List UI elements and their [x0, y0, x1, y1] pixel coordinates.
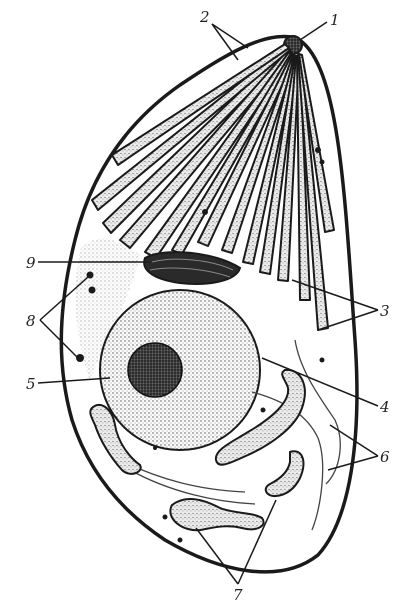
- label-8: 8: [26, 312, 36, 330]
- leader-line-5: [38, 378, 110, 383]
- label-4: 4: [379, 398, 390, 416]
- label-9: 9: [26, 254, 36, 272]
- label-1: 1: [330, 11, 340, 29]
- label-2: 2: [199, 8, 210, 26]
- label-3: 3: [380, 302, 390, 320]
- lamellar-body: [144, 252, 240, 284]
- leader-line-8b: [40, 320, 78, 358]
- leader-line-7a: [196, 528, 238, 584]
- nucleolus: [128, 343, 182, 397]
- leader-line-2a: [212, 24, 248, 48]
- mitochondrion: [266, 451, 304, 496]
- label-7: 7: [233, 586, 243, 604]
- leader-line-4: [262, 358, 378, 406]
- label-6: 6: [380, 448, 390, 466]
- leader-line-2b: [212, 24, 238, 60]
- label-5: 5: [26, 375, 36, 393]
- leader-line-1: [300, 22, 327, 40]
